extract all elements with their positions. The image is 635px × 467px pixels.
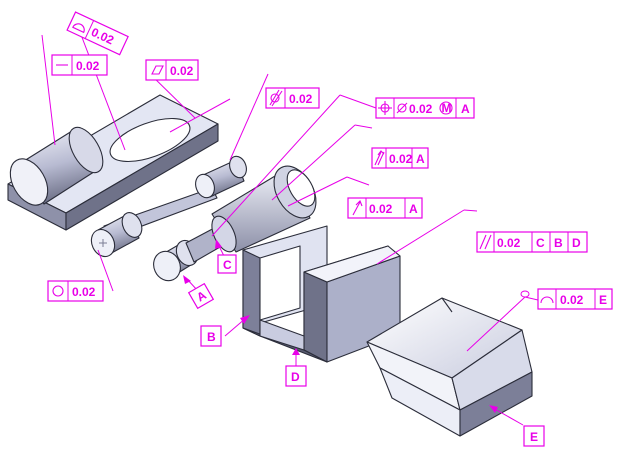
fcf-circularity: 0.02 [47, 280, 104, 302]
svg-text:0.02: 0.02 [497, 236, 521, 250]
flatness-icon [151, 65, 164, 75]
svg-text:B: B [554, 236, 563, 250]
datum-e-label: E [523, 425, 545, 447]
datum-d-label: D [285, 365, 307, 387]
position-icon [378, 101, 392, 115]
svg-text:E: E [530, 430, 538, 444]
mmc-modifier-icon [439, 101, 453, 115]
datum-c-label: C [217, 254, 237, 274]
svg-text:E: E [599, 293, 607, 307]
datum-b-label: B [200, 325, 222, 347]
svg-text:A: A [409, 202, 418, 216]
total-runout-icon [374, 150, 385, 166]
fcf-straightness: 0.02 [51, 54, 108, 76]
svg-text:A: A [461, 102, 470, 116]
fcf-parallelism: 0.02 C B D [476, 231, 588, 253]
fcf-cylindricity: 0.02 [265, 87, 320, 109]
base-cylinder [9, 126, 104, 206]
svg-text:C: C [223, 258, 232, 272]
svg-text:0.02: 0.02 [170, 64, 194, 78]
svg-text:D: D [291, 370, 300, 384]
profile-of-line-icon [540, 296, 554, 304]
svg-text:0.02: 0.02 [389, 152, 413, 166]
fcf-circular-runout: 0.02 A [347, 197, 423, 219]
svg-text:B: B [207, 330, 216, 344]
u-channel-part [242, 225, 401, 363]
svg-text:D: D [572, 236, 581, 250]
svg-text:0.02: 0.02 [560, 293, 584, 307]
pin-part [90, 155, 247, 258]
svg-text:0.02: 0.02 [76, 59, 100, 73]
fcf-total-runout: 0.02 A [371, 147, 429, 169]
parallelism-icon [479, 234, 492, 250]
svg-text:0.02: 0.02 [409, 102, 433, 116]
datum-a-label: A [187, 282, 215, 310]
cone-part [153, 165, 317, 282]
fcf-position: 0.02 M A [375, 97, 475, 119]
svg-text:C: C [536, 236, 545, 250]
svg-text:0.02: 0.02 [289, 92, 313, 106]
svg-text:0.02: 0.02 [72, 285, 96, 299]
base-plate-part [7, 94, 219, 231]
diameter-icon [396, 102, 408, 114]
wedge-part [366, 297, 533, 437]
fcf-flatness: 0.02 [145, 59, 199, 81]
circular-runout-icon [352, 200, 363, 216]
cylindricity-icon [269, 89, 283, 107]
fcf-profile-surface: 0.02 [66, 11, 129, 56]
fcf-profile-line: 0.02 E [537, 288, 613, 310]
circularity-icon [52, 285, 64, 297]
svg-text:M: M [442, 101, 452, 115]
svg-text:0.02: 0.02 [369, 202, 393, 216]
svg-text:A: A [416, 152, 425, 166]
profile-of-surface-icon [72, 23, 85, 34]
